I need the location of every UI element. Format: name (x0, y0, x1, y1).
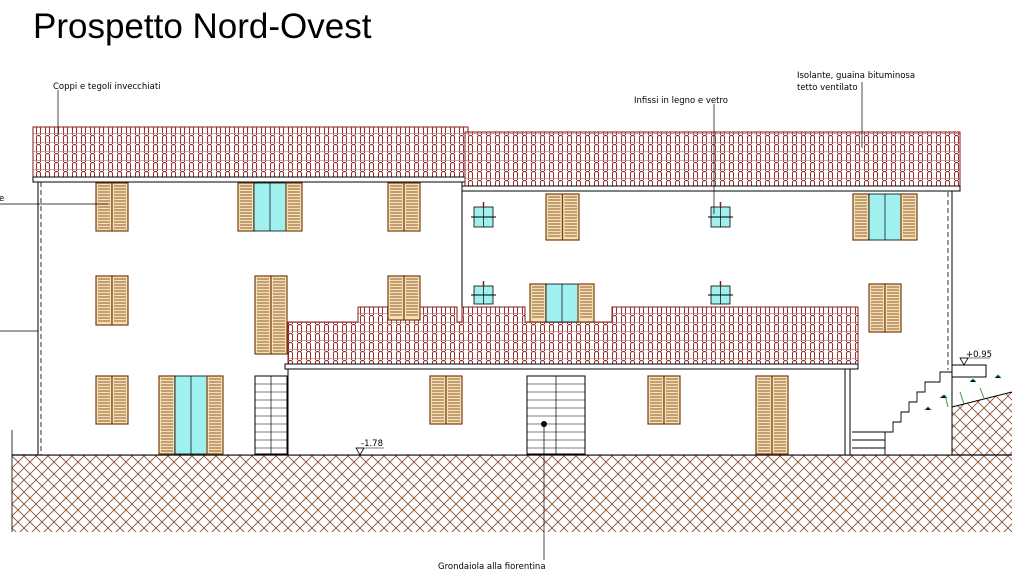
window (95, 275, 129, 326)
door (526, 375, 586, 455)
gutter-marker (541, 421, 547, 427)
annotation-frames: Infissi in legno e vetro (634, 96, 728, 106)
level-marker-terrace: +0.95 (959, 350, 992, 366)
door (254, 375, 288, 455)
left-roof (32, 126, 469, 179)
right-roof-eave (461, 185, 961, 192)
window (387, 182, 421, 232)
right-roof (464, 131, 961, 188)
level-marker-ground: -1.78 (355, 439, 384, 456)
shutter (900, 193, 918, 241)
window (545, 193, 580, 241)
window (852, 193, 918, 241)
annotation-insulation-1: Isolante, guaina bituminosa (797, 71, 915, 81)
window (254, 275, 288, 355)
window (237, 182, 303, 232)
ground-hatch (12, 455, 1012, 532)
window (95, 375, 129, 425)
terrace-slab (951, 364, 987, 378)
window (868, 283, 902, 333)
annotation-left-cut: e (0, 194, 4, 204)
shutter (387, 275, 405, 321)
openings (95, 182, 918, 455)
window (158, 375, 224, 455)
annotation-insulation-2: tetto ventilato (797, 83, 858, 93)
shutter (561, 193, 580, 241)
level-ground-label: -1.78 (361, 439, 383, 449)
window (755, 375, 789, 455)
window (429, 375, 463, 425)
exterior-stairs (852, 371, 952, 455)
window (647, 375, 681, 425)
window (471, 202, 496, 228)
shutter (403, 275, 421, 321)
window (708, 202, 733, 228)
window (529, 283, 595, 323)
window (471, 281, 496, 305)
window (387, 275, 421, 321)
window (95, 182, 129, 232)
lower-roof-eave (284, 363, 859, 370)
annotation-roof-tiles: Coppi e tegoli invecchiati (53, 82, 161, 92)
window (708, 281, 733, 305)
leader-lines (0, 82, 863, 560)
level-terrace-label: +0.95 (966, 350, 992, 360)
annotation-gutter: Grondaiola alla fiorentina (438, 562, 546, 572)
left-roof-eave (32, 176, 469, 183)
shutter (577, 283, 595, 323)
page-title: Prospetto Nord-Ovest (33, 7, 372, 46)
grass-marks (924, 374, 1002, 411)
